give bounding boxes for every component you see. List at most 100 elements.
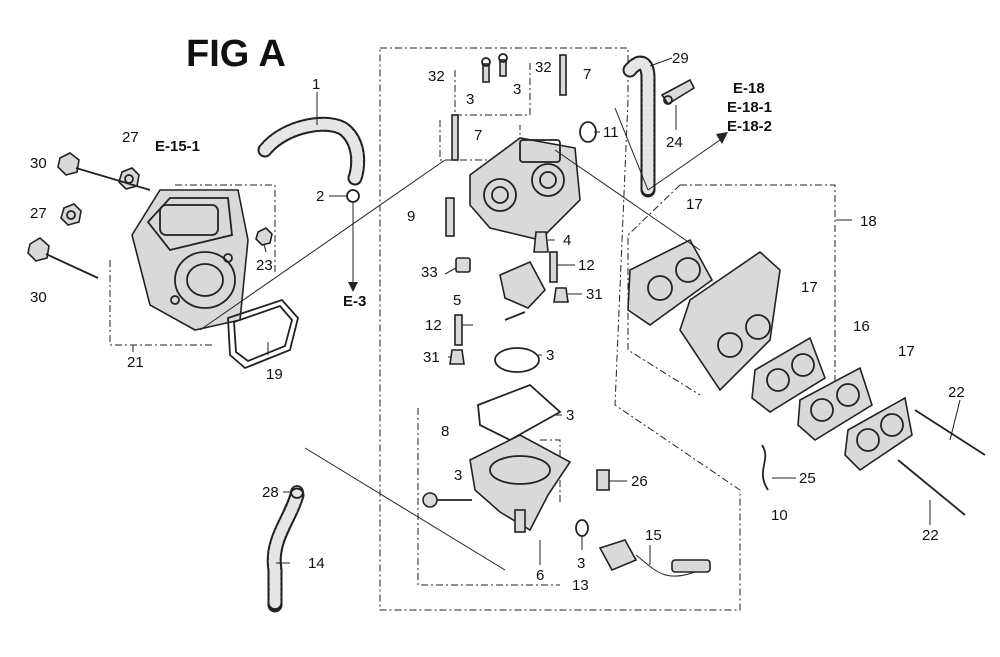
part-1-hose[interactable] [257, 116, 366, 186]
part-11-washer[interactable] [579, 121, 597, 143]
label-17-b[interactable]: 17 [801, 279, 818, 296]
group-box-21-top [175, 184, 276, 275]
ref-e-18-1[interactable]: E-18-1 [727, 99, 772, 116]
group-box-21 [109, 260, 215, 346]
part-33-pin[interactable] [455, 257, 471, 273]
label-4[interactable]: 4 [563, 232, 571, 249]
part-26-drain-screw[interactable] [596, 469, 610, 491]
label-25[interactable]: 25 [799, 470, 816, 487]
label-3-a[interactable]: 3 [466, 91, 474, 108]
leader-lines [132, 57, 961, 571]
label-30-b[interactable]: 30 [30, 289, 47, 306]
part-17-gasket-left[interactable] [627, 238, 714, 326]
label-23[interactable]: 23 [256, 257, 273, 274]
part-25-clip[interactable] [761, 444, 769, 491]
part-30-bolt-bottom[interactable] [27, 237, 99, 279]
part-23-nut[interactable] [255, 227, 273, 246]
figure-title: FIG A [186, 33, 286, 75]
label-27-b[interactable]: 27 [30, 205, 47, 222]
part-18-insulator[interactable] [679, 250, 781, 392]
part-32-screws[interactable] [481, 53, 508, 83]
label-13[interactable]: 13 [572, 577, 589, 594]
part-31-plug-left[interactable] [449, 349, 465, 365]
label-21[interactable]: 21 [127, 354, 144, 371]
label-16[interactable]: 16 [853, 318, 870, 335]
label-3-e[interactable]: 3 [454, 467, 462, 484]
ref-e-18[interactable]: E-18 [733, 80, 765, 97]
part-7-screws[interactable] [451, 54, 567, 161]
label-22-b[interactable]: 22 [922, 527, 939, 544]
part-17-gasket-right[interactable] [844, 396, 913, 472]
label-14[interactable]: 14 [308, 555, 325, 572]
part-24-fitting[interactable] [660, 78, 696, 106]
part-22-stud-bottom[interactable] [897, 459, 966, 516]
label-7-b[interactable]: 7 [474, 127, 482, 144]
part-5-float[interactable] [499, 260, 546, 321]
label-28[interactable]: 28 [262, 484, 279, 501]
label-10[interactable]: 10 [771, 507, 788, 524]
label-31-a[interactable]: 31 [586, 286, 603, 303]
part-12-pin-left[interactable] [454, 314, 463, 346]
part-number-labels: 1 2 3 3 3 3 3 3 4 5 6 7 7 8 9 10 11 12 1… [30, 50, 965, 594]
label-32-b[interactable]: 32 [535, 59, 552, 76]
part-8-bolt[interactable] [422, 492, 472, 508]
part-2-clip[interactable] [346, 189, 360, 292]
part-13-washer[interactable] [575, 519, 589, 537]
part-4-jet[interactable] [533, 231, 549, 253]
part-29-tube[interactable] [622, 55, 656, 198]
part-carburetor-body[interactable] [469, 137, 581, 241]
label-3-b[interactable]: 3 [513, 81, 521, 98]
part-31-plug-right[interactable] [553, 287, 569, 303]
label-9[interactable]: 9 [407, 208, 415, 225]
label-24[interactable]: 24 [666, 134, 683, 151]
part-15-solenoid[interactable] [598, 539, 711, 577]
label-31-b[interactable]: 31 [423, 349, 440, 366]
part-3-bowl-gasket[interactable] [477, 383, 562, 442]
part-21-intake-elbow[interactable] [131, 189, 249, 331]
part-19-gasket[interactable] [227, 298, 299, 370]
group-box-6-right [540, 439, 561, 505]
part-22-stud-top[interactable] [914, 409, 986, 456]
part-6-float-bowl[interactable] [469, 434, 572, 533]
part-17-gasket-middle[interactable] [751, 336, 826, 413]
label-17-a[interactable]: 17 [686, 196, 703, 213]
label-3-f[interactable]: 3 [577, 555, 585, 572]
label-26[interactable]: 26 [631, 473, 648, 490]
label-5[interactable]: 5 [453, 292, 461, 309]
label-8[interactable]: 8 [441, 423, 449, 440]
label-32-a[interactable]: 32 [428, 68, 445, 85]
label-30-a[interactable]: 30 [30, 155, 47, 172]
part-14-drain-hose[interactable] [266, 487, 305, 613]
ref-e-15-1[interactable]: E-15-1 [155, 138, 200, 155]
group-box-6 [417, 408, 560, 586]
label-17-c[interactable]: 17 [898, 343, 915, 360]
part-9-screws[interactable] [445, 197, 455, 237]
part-16-gasket[interactable] [797, 366, 873, 441]
label-15[interactable]: 15 [645, 527, 662, 544]
label-6[interactable]: 6 [536, 567, 544, 584]
label-18[interactable]: 18 [860, 213, 877, 230]
part-27-nut-bottom[interactable] [60, 203, 82, 226]
label-3-c[interactable]: 3 [546, 347, 554, 364]
label-7-a[interactable]: 7 [583, 66, 591, 83]
group-box-10 [379, 47, 741, 611]
part-12-pin-right[interactable] [549, 251, 558, 283]
part-30-bolt-top[interactable] [57, 152, 151, 191]
group-box-18-left [627, 184, 701, 396]
label-2[interactable]: 2 [316, 188, 324, 205]
label-3-d[interactable]: 3 [566, 407, 574, 424]
ref-e-3[interactable]: E-3 [343, 293, 366, 310]
label-29[interactable]: 29 [672, 50, 689, 67]
label-33[interactable]: 33 [421, 264, 438, 281]
label-12-b[interactable]: 12 [425, 317, 442, 334]
label-19[interactable]: 19 [266, 366, 283, 383]
label-27-a[interactable]: 27 [122, 129, 139, 146]
label-22-a[interactable]: 22 [948, 384, 965, 401]
label-11[interactable]: 11 [603, 124, 619, 141]
ref-e-18-2[interactable]: E-18-2 [727, 118, 772, 135]
part-3-oring[interactable] [494, 347, 540, 373]
label-1[interactable]: 1 [312, 76, 320, 93]
group-box-18 [680, 184, 836, 395]
label-12-a[interactable]: 12 [578, 257, 595, 274]
